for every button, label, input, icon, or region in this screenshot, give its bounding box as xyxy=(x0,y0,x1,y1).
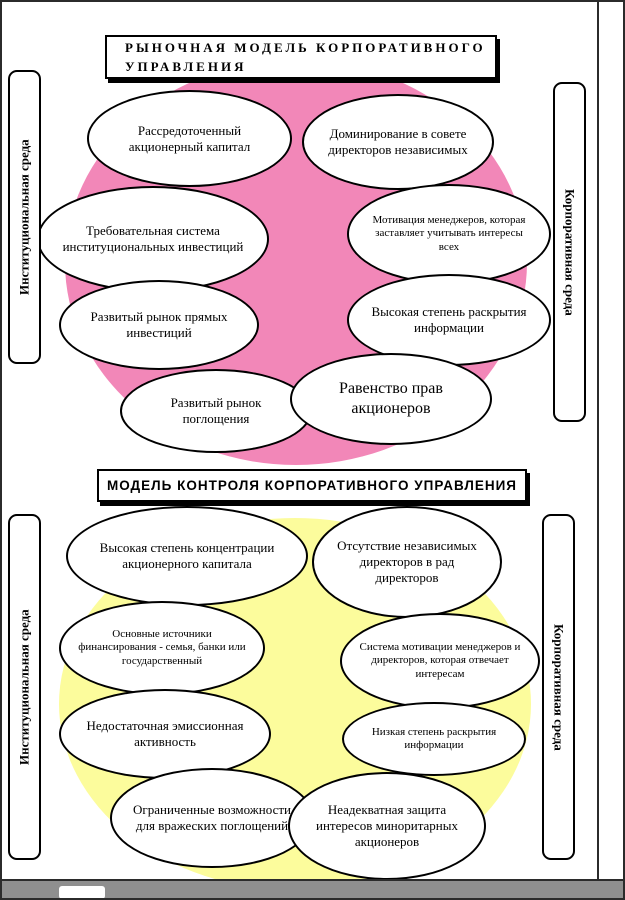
control-right-label-corporate-environment: Корпоративная среда xyxy=(542,514,575,860)
factor-ellipse-manager-motivation: Мотивация менеджеров, которая заставляет… xyxy=(347,184,551,284)
control-model-title: МОДЕЛЬ КОНТРОЛЯ КОРПОРАТИВНОГО УПРАВЛЕНИ… xyxy=(97,469,527,502)
factor-ellipse-shareholder-rights-equality: Равенство прав акционеров xyxy=(290,353,492,445)
page-right-edge-line xyxy=(597,2,599,880)
factor-ellipse-capital-concentration: Высокая степень концентрации акционерног… xyxy=(66,506,308,606)
market-model-title: РЫНОЧНАЯ МОДЕЛЬ КОРПОРАТИВНОГО УПРАВЛЕНИ… xyxy=(105,35,497,79)
factor-ellipse-insufficient-emission-activity: Недостаточная эмиссионная активность xyxy=(59,689,271,779)
market-left-label-institutional-environment: Институциональная среда xyxy=(8,70,41,364)
market-right-label-corporate-environment: Корпоративная среда xyxy=(553,82,586,422)
page-footer-strip xyxy=(2,879,623,898)
factor-ellipse-dispersed-capital: Рассредоточенный акционерный капитал xyxy=(87,90,292,187)
factor-ellipse-information-disclosure-high: Высокая степень раскрытия информации xyxy=(347,274,551,366)
factor-ellipse-minority-shareholder-protection: Неадекватная защита интересов миноритарн… xyxy=(288,772,486,880)
factor-ellipse-independent-directors-dominance: Доминирование в совете директоров незави… xyxy=(302,94,494,190)
factor-ellipse-limited-hostile-takeovers: Ограниченные возможности для вражеских п… xyxy=(110,768,314,868)
factor-ellipse-financing-sources: Основные источники финансирования - семь… xyxy=(59,601,265,695)
factor-ellipse-direct-investment-market: Развитый рынок прямых инвестиций xyxy=(59,280,259,370)
factor-ellipse-no-independent-directors: Отсутствие независимых директоров в рад … xyxy=(312,506,502,618)
factor-ellipse-motivation-system: Система мотивации менеджеров и директоро… xyxy=(340,613,540,709)
control-left-label-institutional-environment: Институциональная среда xyxy=(8,514,41,860)
factor-ellipse-information-disclosure-low: Низкая степень раскрытия информации xyxy=(342,702,526,776)
factor-ellipse-takeover-market: Развитый рынок поглощения xyxy=(120,369,312,453)
page-footer-artifact xyxy=(59,886,105,898)
factor-ellipse-institutional-investment-system: Требовательная система институциональных… xyxy=(37,186,269,292)
